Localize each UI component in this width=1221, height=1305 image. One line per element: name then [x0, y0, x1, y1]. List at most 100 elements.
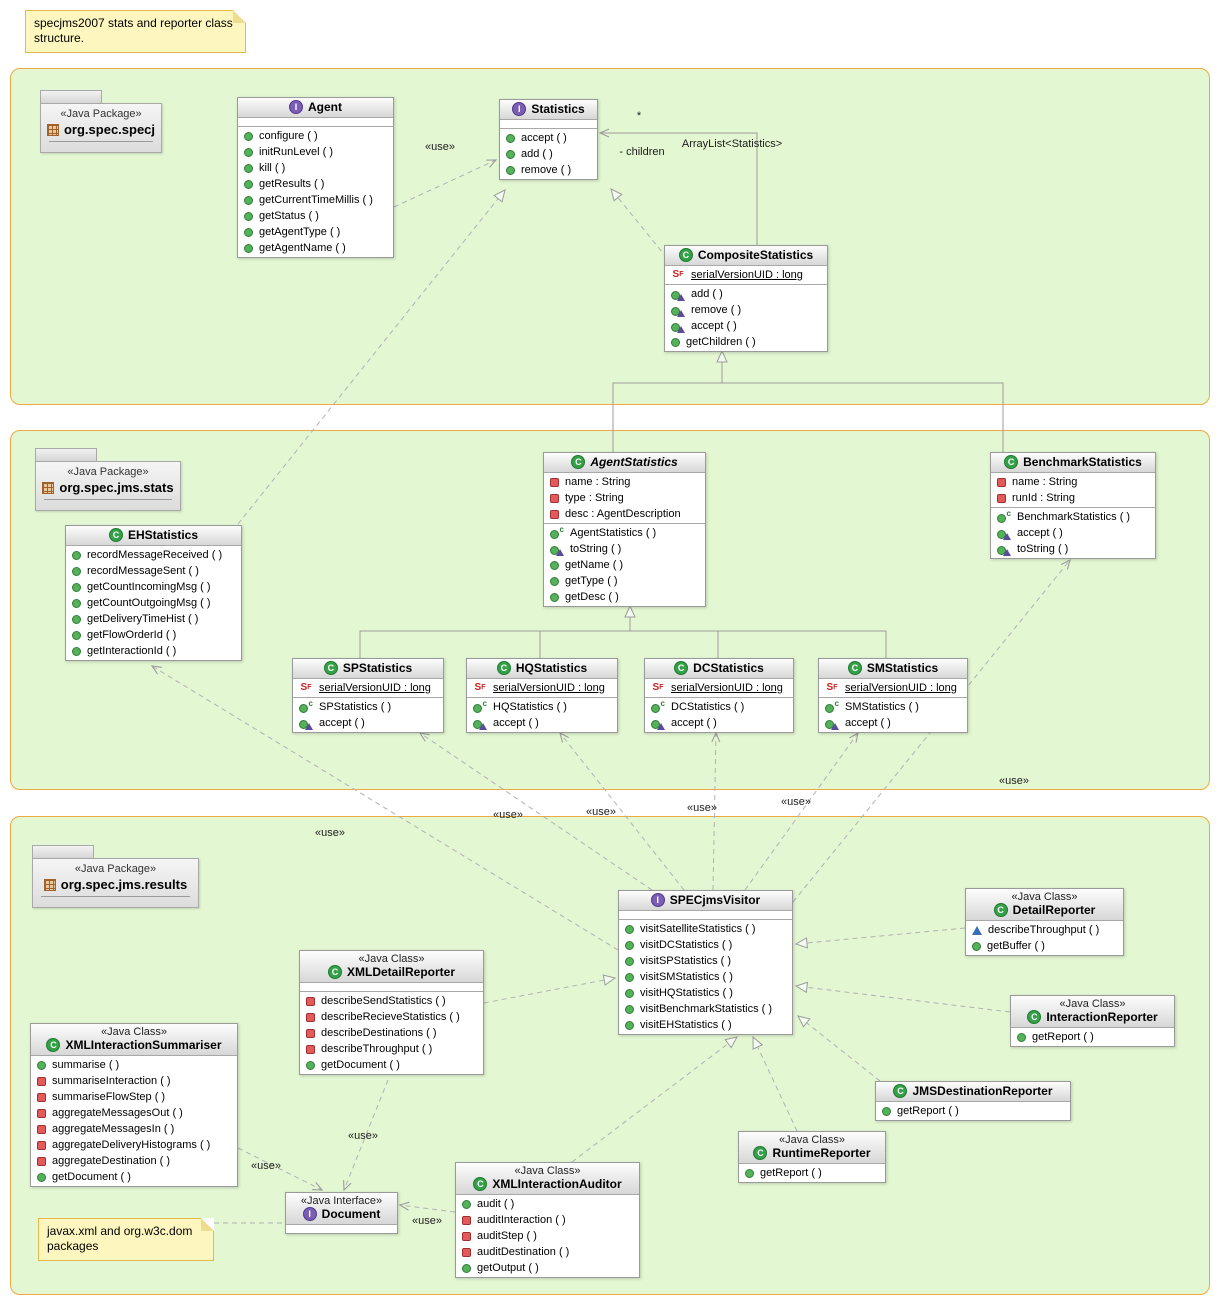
- method-row: getReport ( ): [739, 1165, 885, 1181]
- method-text: auditDestination ( ): [477, 1246, 570, 1258]
- method-text: accept ( ): [493, 717, 539, 729]
- method-row: getReport ( ): [876, 1103, 1070, 1119]
- attribute-row: type : String: [544, 490, 705, 506]
- method-row: visitHQStatistics ( ): [619, 985, 792, 1001]
- prot-icon: [972, 925, 982, 935]
- package-org-spec-jms-results[interactable]: «Java Package» org.spec.jms.results: [32, 845, 199, 908]
- methods-compartment: configure ( )initRunLevel ( )kill ( )get…: [238, 126, 393, 257]
- method-row: describeThroughput ( ): [966, 922, 1123, 938]
- class-icon: C: [571, 455, 586, 469]
- edge-label: - children: [619, 146, 665, 158]
- class-icon: C: [496, 661, 511, 675]
- method-text: getDesc ( ): [565, 591, 619, 603]
- class-name: CompositeStatistics: [697, 248, 814, 262]
- note-javax-xml[interactable]: javax.xml and org.w3c.dom packages: [38, 1218, 214, 1261]
- methods-compartment: visitSatelliteStatistics ( )visitDCStati…: [619, 919, 792, 1034]
- separator: [41, 896, 190, 897]
- pub-icon: [625, 972, 634, 982]
- note-diagram-title[interactable]: specjms2007 stats and reporter class str…: [25, 10, 246, 53]
- edge-auditor-realizes-visitor: [571, 1036, 738, 1163]
- edge-xmldetail-realizes-visitor: [483, 974, 617, 1004]
- override-marker: [677, 325, 685, 333]
- package-org-spec-specj[interactable]: «Java Package» org.spec.specj: [40, 90, 162, 153]
- attribute-row: name : String: [544, 474, 705, 490]
- method-row: visitEHStatistics ( ): [619, 1017, 792, 1033]
- pub-icon: [550, 592, 559, 602]
- priv-icon: [37, 1108, 46, 1118]
- stereotype-label: «Java Class»: [778, 1134, 846, 1146]
- override-marker: [831, 722, 839, 730]
- attribute-row: name : String: [991, 474, 1155, 490]
- class-name: JMSDestinationReporter: [912, 1084, 1053, 1098]
- edge-label: «use»: [687, 802, 717, 814]
- edge-xmldetail-use-document: [343, 1079, 389, 1192]
- class-name: XMLInteractionAuditor: [492, 1177, 622, 1191]
- method-text: aggregateDeliveryHistograms ( ): [52, 1139, 211, 1151]
- pub-icon: [625, 924, 634, 934]
- priv-icon: [306, 1044, 315, 1054]
- pub-icon: [462, 1263, 471, 1273]
- method-text: BenchmarkStatistics ( ): [1017, 511, 1131, 523]
- method-text: aggregateMessagesOut ( ): [52, 1107, 183, 1119]
- iface-icon: I: [302, 1207, 317, 1221]
- priv-icon: [37, 1076, 46, 1086]
- edge-agent-use-statistics: [393, 159, 498, 208]
- method-row: visitBenchmarkStatistics ( ): [619, 1001, 792, 1017]
- package-org-spec-jms-stats[interactable]: «Java Package» org.spec.jms.stats: [35, 448, 181, 511]
- method-text: describeThroughput ( ): [988, 924, 1100, 936]
- class-name: Agent: [308, 100, 342, 114]
- method-text: visitSatelliteStatistics ( ): [640, 923, 756, 935]
- class-name: Document: [321, 1207, 381, 1221]
- method-text: AgentStatistics ( ): [570, 527, 657, 539]
- ctor-icon: c: [473, 699, 487, 714]
- pub-icon: [244, 243, 253, 253]
- pub-icon: [244, 227, 253, 237]
- override-marker: [677, 309, 685, 317]
- edge-label: «use»: [425, 141, 455, 153]
- package-icon: [46, 123, 59, 136]
- method-row: remove ( ): [665, 302, 827, 318]
- package-tab: [40, 90, 102, 103]
- visibility-dot: [550, 529, 559, 539]
- method-row: getResults ( ): [238, 176, 393, 192]
- method-text: configure ( ): [259, 130, 318, 142]
- method-row: getChildren ( ): [665, 334, 827, 350]
- method-row: getCountIncomingMsg ( ): [66, 579, 241, 595]
- method-row: getCurrentTimeMillis ( ): [238, 192, 393, 208]
